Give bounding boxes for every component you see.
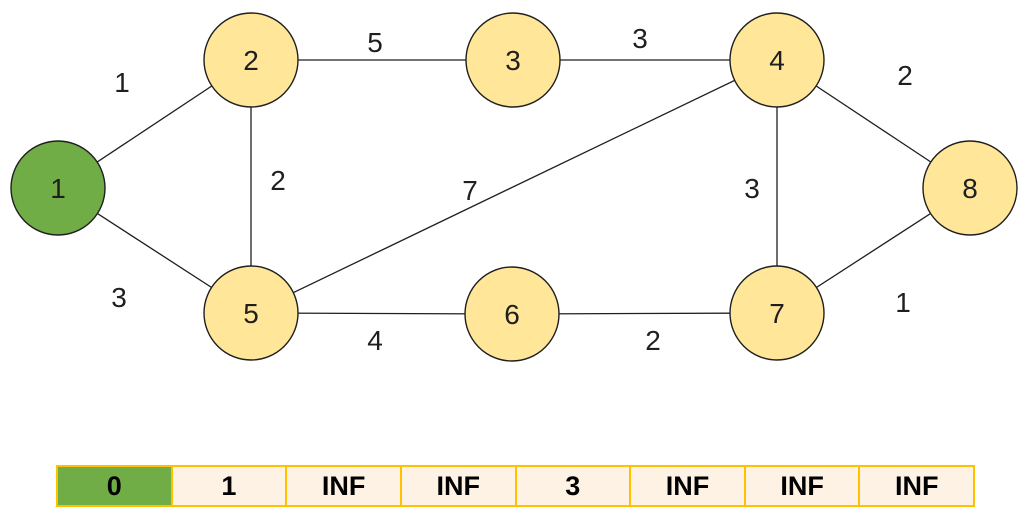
edge-weight-labels: 1 3 5 2 3 2 3 7 4 2 1 — [111, 23, 913, 356]
edge-weight-5-4: 7 — [462, 175, 478, 206]
node-circle-7 — [729, 265, 825, 361]
graph-canvas: 1 3 5 2 3 2 3 7 4 2 1 1 2 3 — [10, 12, 1018, 362]
node-circle-6 — [464, 266, 560, 362]
graph-node-6: 6 — [464, 266, 560, 362]
graph-node-1: 1 — [10, 140, 106, 236]
distance-cell-3: INF — [285, 467, 400, 505]
node-circle-4 — [729, 12, 825, 108]
node-circle-8 — [922, 140, 1018, 236]
edge-weight-4-7: 3 — [744, 173, 760, 204]
edge-weight-6-7: 2 — [645, 325, 661, 356]
node-label-5: 5 — [243, 298, 259, 329]
distance-cell-2: 1 — [170, 467, 286, 505]
edge-weight-1-5: 3 — [111, 282, 127, 313]
edge-weight-7-8: 1 — [895, 287, 911, 318]
node-label-2: 2 — [243, 45, 259, 76]
distance-cell-6: INF — [629, 467, 744, 505]
edge-weight-2-3: 5 — [367, 27, 383, 58]
graph-node-8: 8 — [922, 140, 1018, 236]
edge-weight-4-8: 2 — [897, 60, 913, 91]
edge-weight-5-6: 4 — [367, 325, 383, 356]
node-label-3: 3 — [505, 45, 521, 76]
distance-cell-7: INF — [743, 467, 859, 505]
edge-weight-2-5: 2 — [270, 165, 286, 196]
distance-cell-8: INF — [858, 467, 973, 505]
edge-line-5-4 — [250, 59, 778, 314]
distance-cell-4: INF — [399, 467, 515, 505]
node-circle-5 — [203, 265, 299, 361]
graph-node-3: 3 — [465, 12, 561, 108]
node-label-6: 6 — [504, 299, 520, 330]
distance-array: 0 1 INF INF 3 INF INF INF — [56, 465, 975, 507]
node-circle-3 — [465, 12, 561, 108]
graph-node-5: 5 — [203, 265, 299, 361]
graph-node-7: 7 — [729, 265, 825, 361]
node-label-4: 4 — [769, 45, 785, 76]
graph-node-4: 4 — [729, 12, 825, 108]
distance-cell-1: 0 — [58, 467, 171, 505]
node-label-1: 1 — [50, 173, 66, 204]
edge-weight-3-4: 3 — [632, 23, 648, 54]
node-circle-1 — [10, 140, 106, 236]
node-label-8: 8 — [962, 173, 978, 204]
node-label-7: 7 — [769, 298, 785, 329]
graph-node-2: 2 — [203, 12, 299, 108]
distance-cell-5: 3 — [514, 467, 630, 505]
edge-weight-1-2: 1 — [114, 67, 130, 98]
node-circle-2 — [203, 12, 299, 108]
graph-nodes: 1 2 3 4 5 6 7 — [10, 12, 1018, 362]
